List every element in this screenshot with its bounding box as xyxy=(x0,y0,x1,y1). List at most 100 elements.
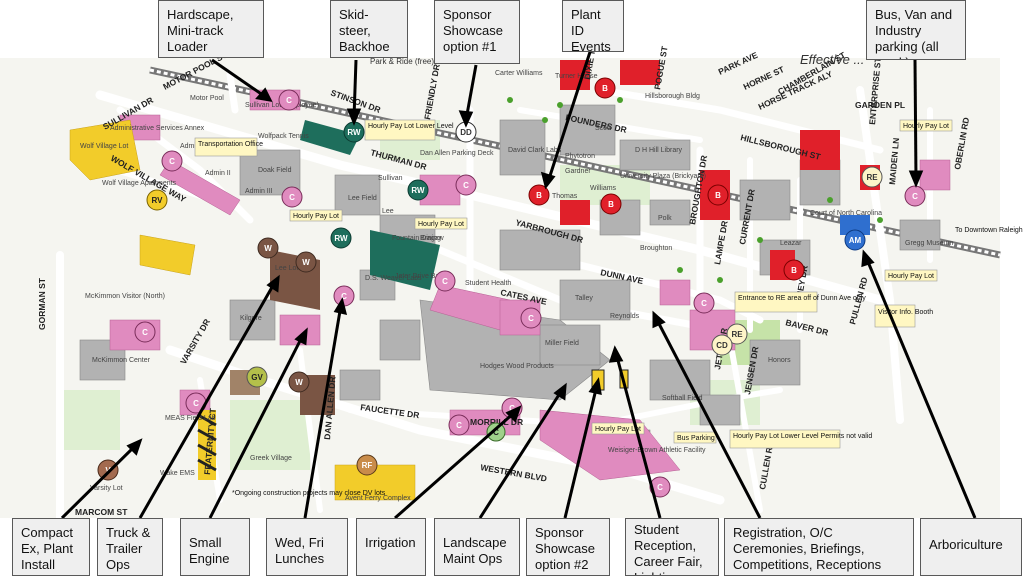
building-lee-field xyxy=(334,174,381,216)
badge-w: W xyxy=(257,237,279,259)
svg-text:C: C xyxy=(442,277,448,286)
svg-text:C: C xyxy=(701,299,707,308)
lot-weaver xyxy=(279,314,321,346)
svg-text:B: B xyxy=(791,266,797,275)
svg-text:C: C xyxy=(463,181,469,190)
badge-rf: RF xyxy=(356,454,378,476)
svg-text:RW: RW xyxy=(411,186,425,195)
road-label: MORRILL DR xyxy=(470,417,523,427)
svg-text:B: B xyxy=(608,200,614,209)
building-talley xyxy=(559,279,631,321)
svg-text:RE: RE xyxy=(731,330,743,339)
callout-plant-id: Plant ID Events xyxy=(562,0,624,52)
building-dclark xyxy=(499,119,546,176)
svg-text:RW: RW xyxy=(334,234,348,243)
svg-text:C: C xyxy=(456,421,462,430)
building-label: Talley xyxy=(575,295,593,302)
park-ride-label: Park & Ride (free) xyxy=(370,57,434,66)
building-label: Admin II xyxy=(205,170,231,177)
lot-b-2 xyxy=(620,60,660,85)
note-hourly-4: Hourly Pay Lot xyxy=(888,273,934,280)
badge-c: C xyxy=(649,476,671,498)
callout-landscape: Landscape Maint Ops xyxy=(434,518,520,576)
badge-cd: CD xyxy=(711,334,733,356)
building-label: McKimmon Center xyxy=(92,357,151,364)
svg-text:C: C xyxy=(286,96,292,105)
building-label: Hodges Wood Products xyxy=(480,363,554,370)
badge-am: AM xyxy=(844,229,866,251)
grass-area xyxy=(60,390,120,450)
building-label: McKimmon Visitor (North) xyxy=(85,293,165,300)
building-label: Thomas xyxy=(552,193,578,200)
badge-b: B xyxy=(707,184,729,206)
building-gregg xyxy=(899,219,941,251)
badge-re: RE xyxy=(861,166,883,188)
svg-text:C: C xyxy=(289,193,295,202)
callout-hardscape: Hardscape, Mini-track Loader xyxy=(158,0,264,58)
badge-rv: RV xyxy=(146,189,168,211)
building-label: D.S. Weaver Labs xyxy=(365,275,422,282)
badge-w: W xyxy=(295,251,317,273)
building-label: Dan Allen Parking Deck xyxy=(420,150,494,157)
svg-text:C: C xyxy=(493,428,499,437)
callout-wed-fri: Wed, Fri Lunches xyxy=(266,518,348,576)
building-robertson xyxy=(339,369,381,401)
svg-text:GV: GV xyxy=(251,373,263,382)
svg-text:RE: RE xyxy=(866,173,878,182)
svg-text:CD: CD xyxy=(716,341,728,350)
svg-text:C: C xyxy=(509,404,515,413)
effective-label: Effective ... xyxy=(800,52,864,67)
note-hourly-2: Hourly Pay Lot xyxy=(418,221,464,228)
badge-b: B xyxy=(528,184,550,206)
building-label: Bragaw xyxy=(420,235,445,242)
svg-text:B: B xyxy=(715,191,721,200)
svg-text:W: W xyxy=(295,378,303,387)
badge-v: V xyxy=(97,459,119,481)
svg-text:B: B xyxy=(602,84,608,93)
svg-text:C: C xyxy=(193,399,199,408)
callout-bus-van: Bus, Van and Industry parking (all week) xyxy=(866,0,966,60)
lot-badges: C C C C C C C C C C C C C C RW RW RW DD … xyxy=(97,77,926,498)
svg-text:B: B xyxy=(536,191,542,200)
callout-compact: Compact Ex, Plant Install xyxy=(12,518,90,576)
road-label: GORMAN ST xyxy=(37,277,47,330)
badge-c: C xyxy=(693,292,715,314)
svg-text:W: W xyxy=(264,244,272,253)
building-label: Admin III xyxy=(245,188,273,195)
note-bus-parking: Bus Parking xyxy=(677,435,715,442)
building-label: Phytotron xyxy=(565,153,595,160)
badge-c: C xyxy=(161,150,183,172)
building-honors xyxy=(749,339,801,386)
lot-rw-2 xyxy=(370,230,440,290)
badge-c: C xyxy=(455,174,477,196)
building-label: Wolfpack Tennis xyxy=(258,133,309,140)
lot-b-4 xyxy=(560,200,590,225)
callout-small-engine: Small Engine xyxy=(180,518,250,576)
building-label: Sullivan xyxy=(378,175,403,182)
badge-rw: RW xyxy=(343,121,365,143)
callout-irrigation: Irrigation xyxy=(356,518,426,576)
building-winston xyxy=(739,179,791,221)
building-label: Jeter Drive Bays xyxy=(395,273,447,280)
grass-area xyxy=(230,400,310,470)
badge-rw: RW xyxy=(407,179,429,201)
building-bowen xyxy=(499,229,581,271)
badge-c: C xyxy=(904,185,926,207)
building-label: D H Hill Library xyxy=(635,147,683,154)
building-label: University Plaza (Brickyard) xyxy=(620,173,706,180)
building-label: Greek Village xyxy=(250,455,292,462)
note-hourly-1: Hourly Pay Lot xyxy=(293,213,339,220)
building-label: Student Health xyxy=(465,280,511,287)
note-transportation: Transportation Office xyxy=(198,141,263,148)
building-label: Turner House xyxy=(555,73,598,80)
lot-wolf-village-2 xyxy=(139,234,196,276)
svg-text:C: C xyxy=(528,314,534,323)
building-hodges xyxy=(379,319,421,361)
badge-rw: RW xyxy=(330,227,352,249)
note-visitor-booth: Visitor Info. Booth xyxy=(878,309,933,316)
lot-am xyxy=(840,215,870,235)
svg-text:W: W xyxy=(302,258,310,267)
svg-text:C: C xyxy=(657,483,663,492)
building-label: Softball Field xyxy=(662,395,703,402)
